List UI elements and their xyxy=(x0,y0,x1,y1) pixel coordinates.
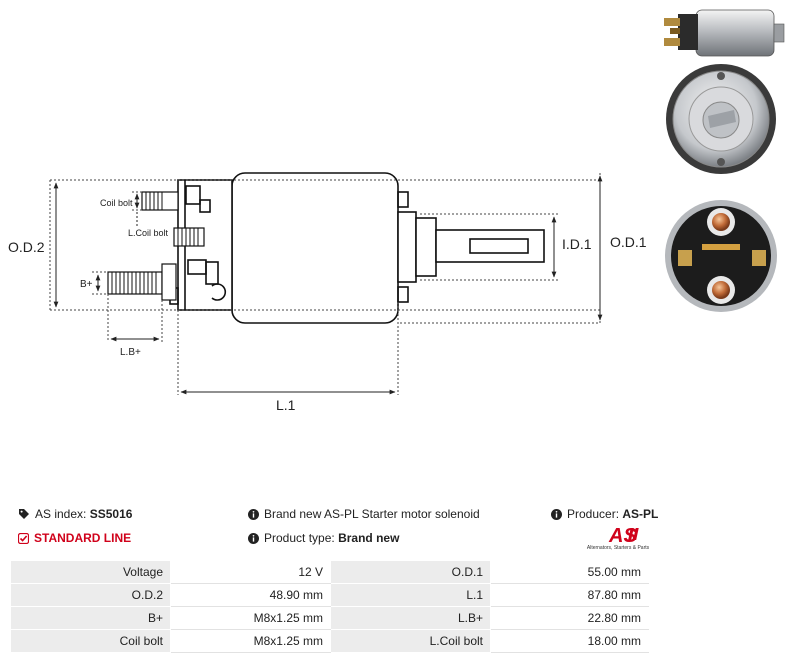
description-line: Brand new AS-PL Starter motor solenoid xyxy=(248,507,480,523)
svg-text:AS: AS xyxy=(608,525,637,547)
plunger xyxy=(415,217,437,277)
producer-value: AS-PL xyxy=(622,507,659,521)
lb-plus-label: L.B+ xyxy=(120,347,141,358)
product-photo-back xyxy=(665,200,777,312)
b-plus-label: B+ xyxy=(80,279,93,290)
spec-key: L.B+ xyxy=(330,606,491,630)
coil-bolt-label: Coil bolt xyxy=(100,198,133,208)
product-photo-front xyxy=(666,64,776,174)
spec-key: B+ xyxy=(10,606,171,630)
table-row: B+ M8x1.25 mm L.B+ 22.80 mm xyxy=(10,606,649,630)
spec-value: 18.00 mm xyxy=(490,629,649,653)
spec-value: 55.00 mm xyxy=(490,560,649,584)
as-index-label: AS index: xyxy=(35,507,87,521)
spec-key: L.1 xyxy=(330,583,491,607)
specs-table: Voltage 12 V O.D.1 55.00 mm O.D.2 48.90 … xyxy=(10,560,649,653)
as-pl-logo: AS xyxy=(608,525,639,547)
spec-value: 12 V xyxy=(170,560,331,584)
spec-key: L.Coil bolt xyxy=(330,629,491,653)
table-row: O.D.2 48.90 mm L.1 87.80 mm xyxy=(10,583,649,607)
spec-value: 48.90 mm xyxy=(170,583,331,607)
spec-value: M8x1.25 mm xyxy=(170,629,331,653)
standard-line-badge: STANDARD LINE xyxy=(17,531,132,547)
plunger-flange xyxy=(397,211,417,283)
producer-label: Producer: xyxy=(567,507,620,521)
info-icon xyxy=(248,509,259,523)
od2-label: O.D.2 xyxy=(8,239,45,255)
id1-label: I.D.1 xyxy=(562,236,592,252)
spec-key: O.D.1 xyxy=(330,560,491,584)
standard-line-text: STANDARD LINE xyxy=(34,531,132,545)
solenoid-body xyxy=(231,172,399,324)
product-type-value: Brand new xyxy=(338,531,400,545)
as-index-line: AS index: SS5016 xyxy=(18,507,132,523)
spec-value: 87.80 mm xyxy=(490,583,649,607)
spec-value: M8x1.25 mm xyxy=(170,606,331,630)
product-photo-side xyxy=(664,9,785,57)
as-index-value: SS5016 xyxy=(89,507,133,521)
table-row: Coil bolt M8x1.25 mm L.Coil bolt 18.00 m… xyxy=(10,629,649,653)
spec-key: Voltage xyxy=(10,560,171,584)
tag-icon xyxy=(18,508,30,523)
spec-key: Coil bolt xyxy=(10,629,171,653)
producer-line: Producer: AS-PL xyxy=(551,507,658,523)
info-icon xyxy=(248,533,259,547)
l1-label: L.1 xyxy=(276,397,296,413)
l-coil-bolt-label: L.Coil bolt xyxy=(128,228,169,238)
description-text: Brand new AS-PL Starter motor solenoid xyxy=(264,507,480,521)
logo-tagline: Alternators, Starters & Parts xyxy=(586,545,650,551)
table-row: Voltage 12 V O.D.1 55.00 mm xyxy=(10,560,649,584)
od1-label: O.D.1 xyxy=(610,234,647,250)
solenoid-dimension-drawing: O.D.2 O.D.1 I.D.1 L.1 B+ L.B+ Coil bolt … xyxy=(8,172,647,413)
product-type-line: Product type: Brand new xyxy=(248,531,399,547)
spec-key: O.D.2 xyxy=(10,583,171,607)
spec-value: 22.80 mm xyxy=(490,606,649,630)
check-square-icon xyxy=(17,532,30,547)
info-icon xyxy=(551,509,562,523)
product-type-label: Product type: xyxy=(264,531,335,545)
coil-bolt xyxy=(141,191,179,211)
